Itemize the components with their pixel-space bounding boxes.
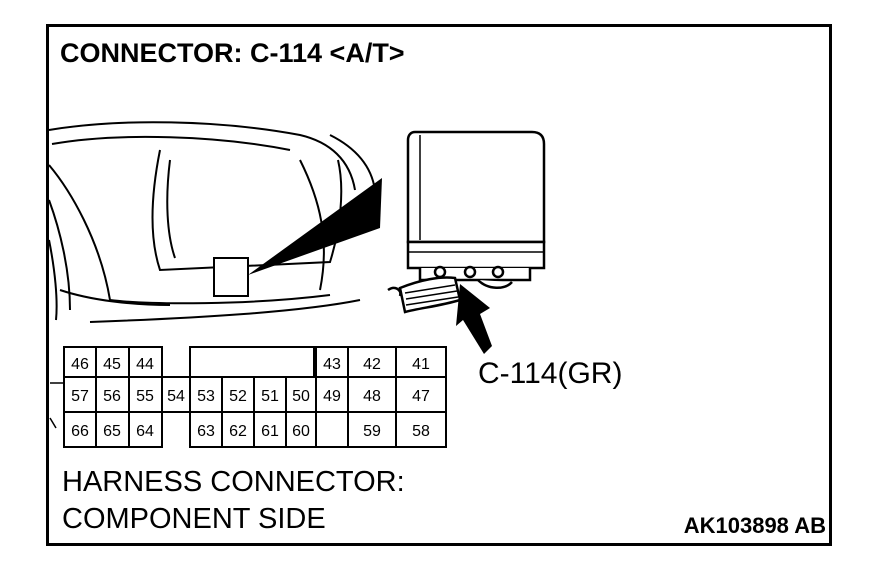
pin-label: 50 (292, 388, 310, 405)
pin-label: 45 (103, 356, 121, 373)
pin-label: 56 (103, 388, 121, 405)
pin-label: 62 (229, 423, 247, 440)
pin-label: 59 (363, 423, 381, 440)
pointer-arrow (456, 284, 492, 354)
pin-label: 54 (167, 388, 185, 405)
ecu-module-drawing (387, 130, 546, 314)
dashboard-drawing (48, 121, 376, 323)
dash-connector-box (213, 257, 249, 297)
pin-label: 52 (229, 388, 247, 405)
pin-label: 47 (412, 388, 430, 405)
pin-label: 57 (71, 388, 89, 405)
pin-label: 60 (292, 423, 310, 440)
pin-label: 41 (412, 356, 430, 373)
pin-label: 49 (323, 388, 341, 405)
pin-label: 58 (412, 423, 430, 440)
figure-code: AK103898 AB (683, 513, 826, 538)
pin-label: 63 (197, 423, 215, 440)
connector-pins: 46 45 44 43 42 41 57 56 55 54 53 52 51 5… (71, 356, 430, 440)
pin-label: 55 (136, 388, 154, 405)
pin-label: 48 (363, 388, 381, 405)
pin-label: 51 (261, 388, 279, 405)
pin-label: 43 (323, 356, 341, 373)
diagram-title: CONNECTOR: C-114 <A/T> (60, 38, 405, 68)
pin-label: 53 (197, 388, 215, 405)
caption-line-1: HARNESS CONNECTOR: (62, 466, 405, 498)
pin-label: 65 (103, 423, 121, 440)
pin-label: 66 (71, 423, 89, 440)
callout-wedge (248, 178, 382, 275)
connector-face (49, 346, 447, 448)
pin-label: 46 (71, 356, 89, 373)
caption-line-2: COMPONENT SIDE (62, 503, 326, 535)
connector-callout-label: C-114(GR) (478, 357, 623, 390)
pin-label: 42 (363, 356, 381, 373)
pin-label: 44 (136, 356, 154, 373)
pin-label: 64 (136, 423, 154, 440)
pin-label: 61 (261, 423, 279, 440)
diagram-frame (46, 24, 832, 546)
